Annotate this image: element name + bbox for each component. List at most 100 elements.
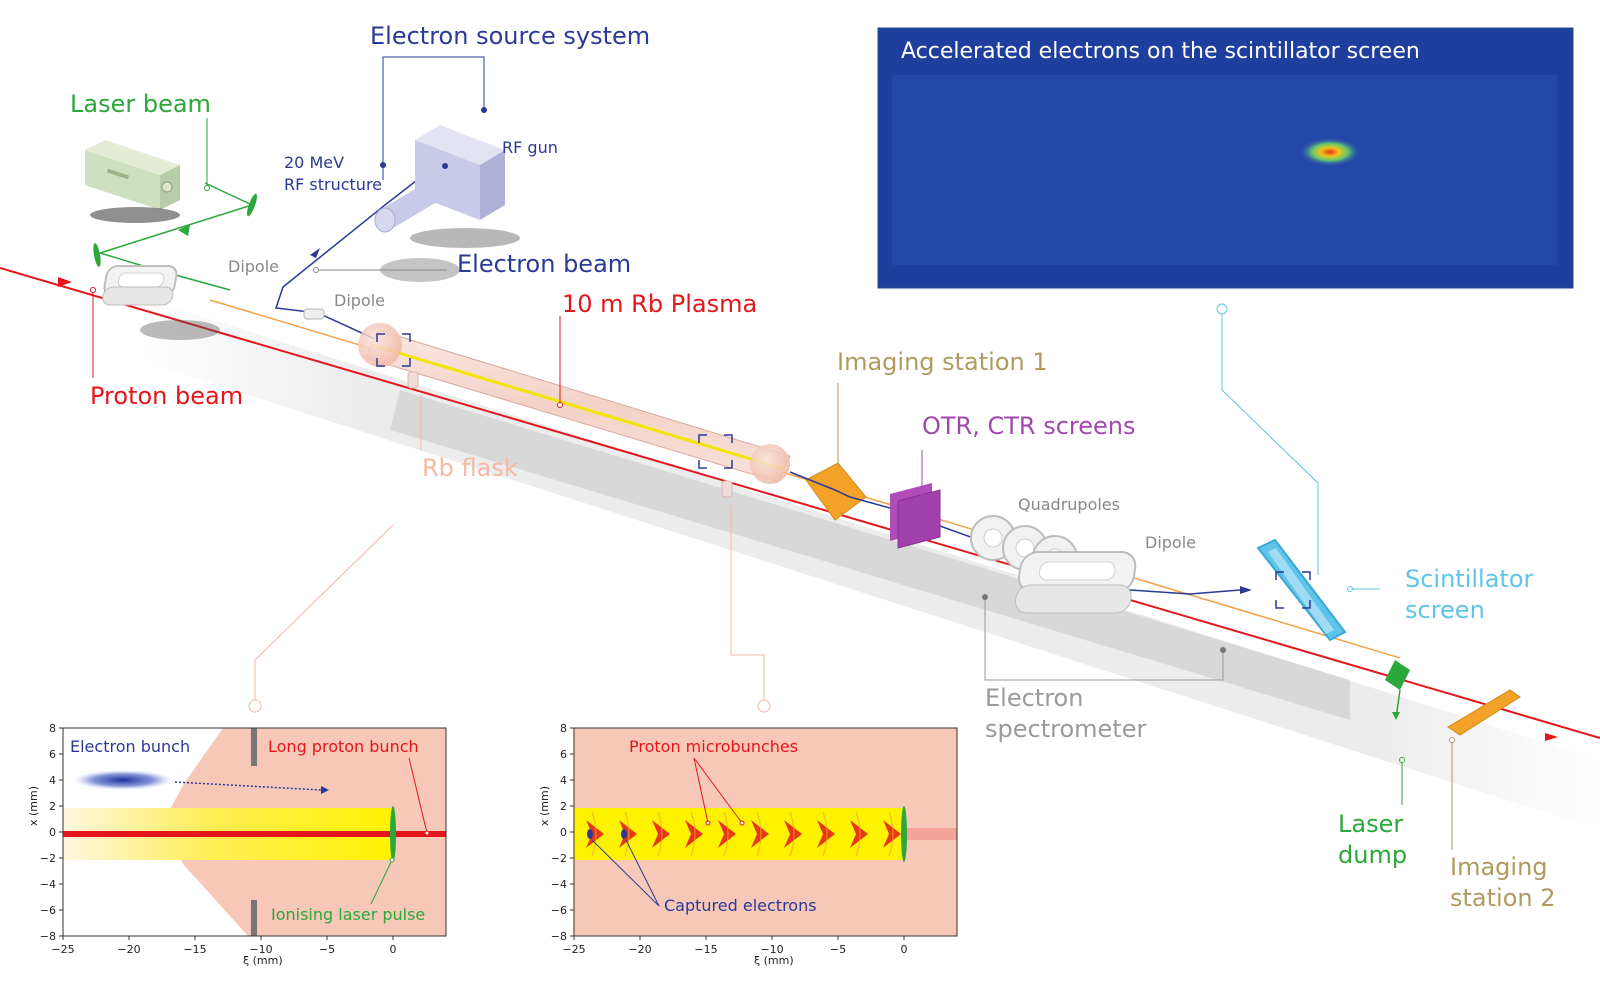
x-tick-label: −25 [51,943,74,956]
dipole-3 [1015,551,1137,614]
wakefield-halo [855,811,861,857]
wakefield-halo [591,811,597,857]
captured-electron-1 [587,829,593,839]
laser-mirror-1 [247,193,257,217]
electron-beam-arrow-2 [1240,586,1252,594]
proton-microbunch [619,820,637,848]
proton-microbunch [751,820,769,848]
y-tick-label: 0 [560,826,567,839]
dipole-2-label: Dipole [334,291,385,310]
imaging-station-2-screen [1447,689,1521,736]
y-tick-label: 2 [49,800,56,813]
proton-microbunch [817,820,835,848]
plot-right: Proton microbunches Captured electrons 8… [538,722,958,967]
scintillator-image-glow [892,75,1557,265]
ionising-laser-pulse [390,806,396,862]
x-tick-label: −5 [319,943,335,956]
proton-bunch-core [63,831,446,837]
y-tick-label: −6 [551,904,567,917]
proton-microbunch [586,820,604,848]
electron-source-system-label: Electron source system [370,22,650,50]
y-tick-label: −2 [40,852,56,865]
proton-microbunch [784,820,802,848]
wakefield-halo [657,811,663,857]
y-tick-label: 8 [49,722,56,735]
wakefield-halo [822,811,828,857]
rb-plasma-label: 10 m Rb Plasma [562,290,757,318]
plot-left-iris-top [251,728,257,766]
y-tick-label: −4 [40,878,56,891]
x-tick-label: −15 [183,943,206,956]
proton-microbunch [685,820,703,848]
proton-beam-line [0,267,1600,739]
zoom-bracket-2 [698,434,733,469]
unmodulated-tail [904,828,957,840]
wakefield-halo [690,811,696,857]
captured-electron-2 [621,829,627,839]
wakefield-halo [756,811,762,857]
y-tick-label: 8 [560,722,567,735]
y-tick-label: −8 [40,930,56,943]
rb-flask-label: Rb flask [422,454,518,482]
y-tick-label: −2 [551,852,567,865]
rb-flask-2 [721,480,733,498]
imaging-station-1-screen [805,462,867,521]
leader-electron-source [382,56,485,180]
leader-screen-image [1221,313,1319,575]
plasma-cell [358,323,791,498]
x-tick-label: −5 [830,943,846,956]
quadrupoles-label: Quadrupoles [1018,495,1120,514]
rf-structure-label-2: RF structure [284,175,382,194]
y-tick-label: 4 [560,774,567,787]
x-tick-label: 0 [390,943,397,956]
laser-beam-arrow [178,225,190,236]
plasma-end-cap-2 [750,444,790,484]
proton-beam-arrow-in [58,277,72,287]
imaging-station-1-label: Imaging station 1 [837,348,1048,376]
plot-right-xlabel: ξ (mm) [754,954,794,967]
rb-flask-1 [407,371,419,389]
electron-beam-arrow [310,248,320,258]
imaging-station-2-label-2: station 2 [1450,884,1556,912]
wakefield-halo [888,811,894,857]
y-tick-label: −4 [551,878,567,891]
proton-beam-arrow-out [1545,733,1558,741]
plot-left: Electron bunch Long proton bunch Ionisin… [27,722,447,967]
proton-microbunch [850,820,868,848]
rf-structure-label-1: 20 MeV [284,153,344,172]
spectrometer-label-2: spectrometer [985,715,1146,743]
y-tick-label: −6 [40,904,56,917]
proton-microbunch [883,820,901,848]
scintillator-label-2: screen [1405,596,1485,624]
plot-left-iris-bottom [251,900,257,936]
dipole-1-label: Dipole [228,257,279,276]
electron-beam-label: Electron beam [457,250,631,278]
proton-microbunch [652,820,670,848]
scintillator-image-panel: Accelerated electrons on the scintillato… [877,27,1574,289]
scintillator-screen-device [1256,538,1347,642]
y-tick-label: 0 [49,826,56,839]
dipole-2 [303,308,325,320]
y-tick-label: 6 [49,748,56,761]
x-tick-label: −15 [694,943,717,956]
plasma-yellow-core [371,343,785,471]
rf-gun-dot [442,163,448,169]
spectrometer-label-1: Electron [985,684,1083,712]
imaging-station-2-label-1: Imaging [1450,853,1548,881]
laser-dump-mirror [1385,660,1410,690]
captured-electrons-label: Captured electrons [664,896,817,915]
electron-trajectory [174,781,322,791]
wakefield-halo [789,811,795,857]
laser-dump-label-1: Laser [1338,810,1403,838]
plasma-end-cap-1 [358,323,402,367]
wakefield-halo [624,811,630,857]
dipole-3-label: Dipole [1145,533,1196,552]
y-tick-label: 4 [49,774,56,787]
otr-ctr-label: OTR, CTR screens [922,412,1136,440]
y-tick-label: 2 [560,800,567,813]
proton-beam-label: Proton beam [90,382,243,410]
long-proton-bunch-label: Long proton bunch [268,737,419,756]
floor-shadow [140,300,1600,830]
proton-microbunches-group [586,811,901,857]
